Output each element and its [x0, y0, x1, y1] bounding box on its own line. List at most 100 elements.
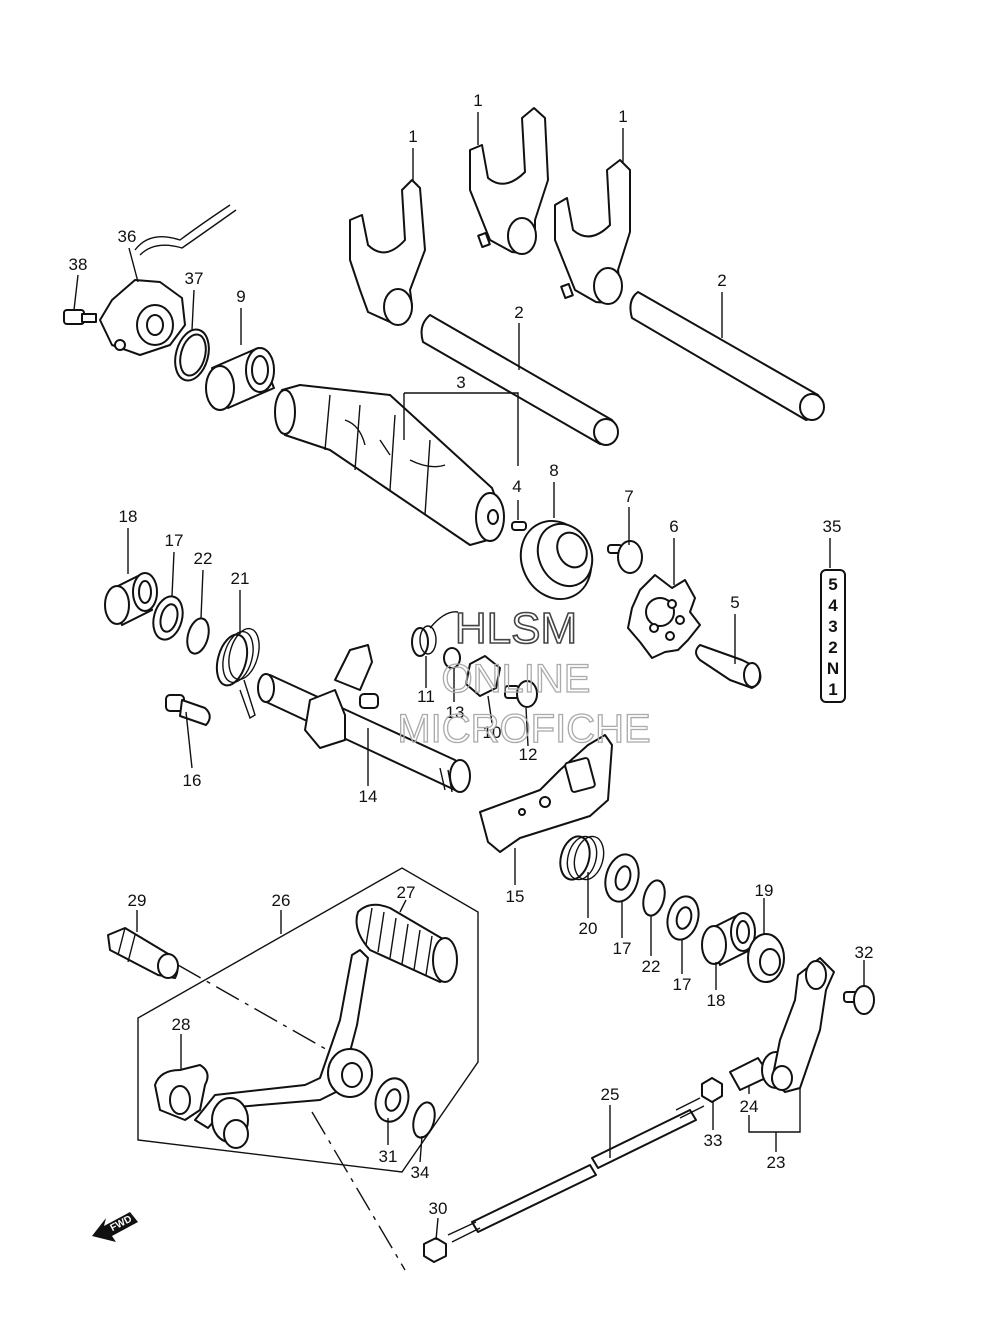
- washer-13: [443, 647, 461, 669]
- shift-fork-left: [349, 179, 426, 326]
- stopper-pin: [695, 644, 762, 689]
- label-19: 19: [755, 881, 774, 900]
- label-3: 3: [456, 373, 465, 392]
- gearshift-lever: [194, 949, 373, 1149]
- label-30: 30: [429, 1199, 448, 1218]
- label-1: 1: [473, 91, 482, 110]
- lever-10: [465, 655, 501, 697]
- label-5: 5: [730, 593, 739, 612]
- gear-indicator-1: 1: [828, 680, 837, 699]
- label-17: 17: [673, 975, 692, 994]
- cam-pin: [511, 521, 527, 531]
- oil-seal-19: [747, 933, 785, 983]
- watermark-line-2: ONLINE: [442, 657, 591, 701]
- gear-position-switch: [99, 204, 237, 356]
- label-32: 32: [855, 943, 874, 962]
- leader-lines: [73, 112, 865, 1271]
- gear-indicator: 5 4 3 2 N 1: [820, 569, 846, 703]
- switch-bolt: [63, 309, 97, 325]
- bolt-32: [843, 985, 875, 1015]
- spring-bolt-16: [165, 694, 211, 726]
- return-spring-21: [215, 627, 260, 720]
- label-18: 18: [119, 507, 138, 526]
- label-20: 20: [579, 919, 598, 938]
- label-8: 8: [549, 461, 558, 480]
- circlip-22-right: [642, 879, 666, 917]
- label-4: 4: [512, 477, 521, 496]
- gear-indicator-n: N: [827, 659, 839, 678]
- label-31: 31: [379, 1147, 398, 1166]
- watermark-line-1: HLSM: [455, 604, 577, 653]
- label-9: 9: [236, 287, 245, 306]
- needle-bearing-9: [205, 347, 275, 411]
- gear-indicator-3: 3: [828, 617, 837, 636]
- label-22: 22: [194, 549, 213, 568]
- shift-fork-right: [554, 159, 631, 305]
- nut-30: [423, 1237, 447, 1263]
- switch-o-ring: [174, 328, 210, 382]
- circlip-22-left: [186, 617, 210, 655]
- label-27: 27: [397, 883, 416, 902]
- spring-11: [411, 611, 459, 657]
- fwd-direction-badge: FWD: [92, 1212, 138, 1242]
- label-18: 18: [707, 991, 726, 1010]
- gear-indicator-2: 2: [828, 638, 837, 657]
- shift-arm-plate: [479, 734, 613, 853]
- label-28: 28: [172, 1015, 191, 1034]
- fork-shaft-right: [629, 291, 825, 421]
- bearing-18-left: [104, 572, 158, 626]
- label-33: 33: [704, 1131, 723, 1150]
- pivot-bush-28: [154, 1064, 209, 1121]
- gearshift-shaft: [257, 644, 471, 793]
- label-17: 17: [165, 531, 184, 550]
- label-10: 10: [483, 723, 502, 742]
- nut-33: [701, 1077, 723, 1103]
- label-1: 1: [618, 107, 627, 126]
- label-36: 36: [118, 227, 137, 246]
- label-13: 13: [446, 703, 465, 722]
- label-16: 16: [183, 771, 202, 790]
- label-2: 2: [717, 271, 726, 290]
- label-12: 12: [519, 745, 538, 764]
- label-14: 14: [359, 787, 378, 806]
- label-38: 38: [69, 255, 88, 274]
- gear-indicator-5: 5: [828, 575, 837, 594]
- label-15: 15: [506, 887, 525, 906]
- lever-assembly-box: [137, 867, 479, 1173]
- pivot-bolt-29: [107, 927, 179, 979]
- drum-bearing: [519, 520, 594, 600]
- spring-20: [559, 835, 605, 881]
- washer-17-mid: [604, 853, 640, 903]
- label-11: 11: [417, 687, 435, 706]
- label-25: 25: [601, 1085, 620, 1104]
- washer-17-left: [152, 595, 184, 641]
- label-7: 7: [624, 487, 633, 506]
- label-2: 2: [514, 303, 523, 322]
- cam-screw: [607, 540, 643, 574]
- gear-indicator-4: 4: [828, 596, 838, 615]
- circlip-34: [412, 1101, 436, 1139]
- washer-31: [374, 1077, 410, 1123]
- label-29: 29: [128, 891, 147, 910]
- label-22: 22: [642, 957, 661, 976]
- washer-17-right: [666, 895, 700, 941]
- label-26: 26: [272, 891, 291, 910]
- label-35: 35: [823, 517, 842, 536]
- label-21: 21: [231, 569, 250, 588]
- label-17: 17: [613, 939, 632, 958]
- shift-arm: [771, 957, 835, 1093]
- label-24: 24: [740, 1097, 759, 1116]
- label-1: 1: [408, 127, 417, 146]
- gearshift-rod: [447, 1097, 705, 1243]
- label-34: 34: [411, 1163, 430, 1182]
- cam-stopper-plate: [627, 574, 701, 659]
- watermark-line-3: MICROFICHE: [397, 707, 650, 751]
- lever-rubber-27: [355, 903, 458, 983]
- watermark: HLSM ONLINE MICROFICHE: [397, 603, 652, 751]
- gearshift-cam-drum: [274, 384, 505, 546]
- part-labels: 1 1 1 2 2 3 4 8 7 6 5 35 36 38 37 9 18 1…: [69, 91, 874, 1218]
- shift-fork-middle: [469, 107, 549, 255]
- bolt-12: [504, 680, 538, 708]
- fork-shaft-left: [420, 314, 619, 446]
